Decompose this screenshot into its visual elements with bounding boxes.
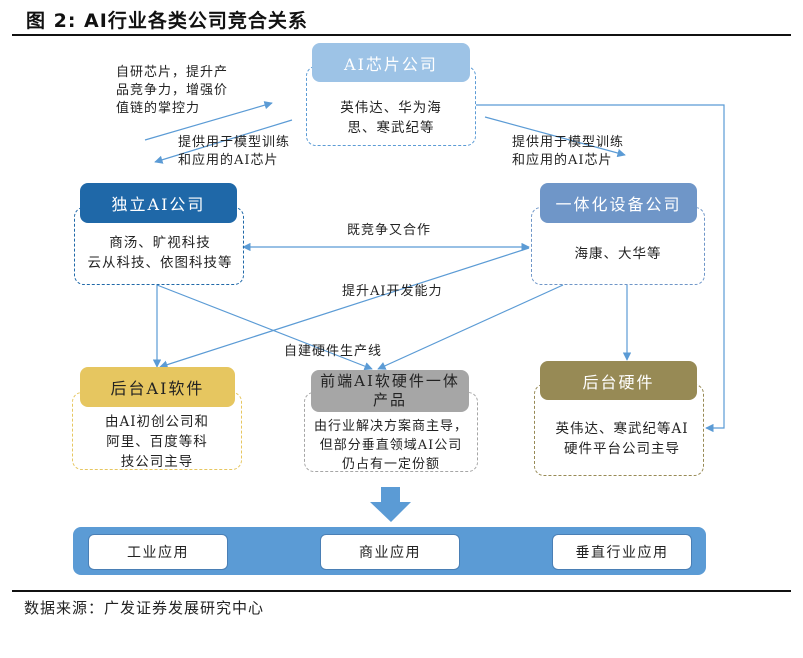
arrow-self-research — [144, 101, 273, 141]
ai-chip-body: 英伟达、华为海 思、寒武纪等 — [306, 98, 476, 138]
edge-label-provide-chips-right: 提供用于模型训练 和应用的AI芯片 — [512, 134, 642, 170]
ai-chip-body-line: 思、寒武纪等 — [347, 120, 435, 136]
backend-software-header: 后台AI软件 — [80, 367, 235, 407]
big-down-arrow — [370, 487, 411, 522]
backend-software-body-line: 由AI初创公司和 — [104, 414, 210, 430]
independent-ai-body-line: 云从科技、依图科技等 — [87, 255, 233, 271]
integrated-device-body-line: 海康、大华等 — [574, 246, 662, 262]
frontend-product-body: 由行业解决方案商主导， 但部分垂直领域AI公司 仍占有一定份额 — [300, 417, 482, 474]
edge-label-line: 自研芯片，提升产 — [116, 65, 229, 80]
arrow-chip-to-integrated — [484, 116, 626, 158]
application-industrial: 工业应用 — [88, 534, 228, 570]
bottom-rule — [12, 590, 791, 592]
edge-label-compete-cooperate: 既竞争又合作 — [347, 223, 432, 238]
edge-label-line: 值链的掌控力 — [116, 101, 201, 116]
frontend-product-header-line: 前端AI软硬件一体 — [320, 372, 460, 390]
independent-ai-body-line: 商汤、旷视科技 — [109, 235, 211, 251]
edge-label-provide-chips-left: 提供用于模型训练 和应用的AI芯片 — [178, 134, 308, 170]
application-commercial: 商业应用 — [320, 534, 460, 570]
application-vertical-industry: 垂直行业应用 — [552, 534, 692, 570]
frontend-product-header: 前端AI软硬件一体 产品 — [311, 370, 469, 412]
edge-label-line: 提供用于模型训练 — [178, 135, 291, 150]
backend-hardware-body-line: 英伟达、寒武纪等AI — [555, 421, 689, 437]
backend-software-body-line: 技公司主导 — [120, 454, 194, 470]
edge-label-line: 品竞争力，增强价 — [116, 83, 229, 98]
backend-hardware-header: 后台硬件 — [540, 361, 697, 400]
figure-title: 图 2: AI行业各类公司竞合关系 — [26, 10, 308, 32]
edge-label-improve-ai: 提升AI开发能力 — [342, 284, 443, 299]
integrated-device-header: 一体化设备公司 — [540, 183, 697, 223]
arrow-integrated-to-frontend — [377, 284, 564, 370]
frontend-product-body-line: 仍占有一定份额 — [341, 457, 440, 472]
figure-source: 数据来源：广发证券发展研究中心 — [24, 599, 265, 617]
edge-label-line: 和应用的AI芯片 — [178, 153, 279, 168]
edge-label-self-research: 自研芯片，提升产 品竞争力，增强价 值链的掌控力 — [116, 64, 246, 118]
backend-hardware-body: 英伟达、寒武纪等AI 硬件平台公司主导 — [534, 419, 710, 459]
ai-chip-body-line: 英伟达、华为海 — [340, 100, 442, 116]
frontend-product-header-line: 产品 — [372, 391, 407, 409]
frontend-product-body-line: 但部分垂直领域AI公司 — [319, 438, 463, 453]
independent-ai-body: 商汤、旷视科技 云从科技、依图科技等 — [70, 233, 250, 273]
backend-software-body: 由AI初创公司和 阿里、百度等科 技公司主导 — [72, 412, 242, 472]
edge-label-self-build-hardware: 自建硬件生产线 — [284, 344, 383, 359]
arrow-independent-to-frontend — [156, 284, 373, 371]
ai-chip-header: AI芯片公司 — [312, 43, 470, 82]
integrated-device-body: 海康、大华等 — [531, 244, 705, 264]
arrow-integrated-to-backend-software — [159, 247, 530, 369]
independent-ai-header: 独立AI公司 — [80, 183, 237, 223]
backend-software-body-line: 阿里、百度等科 — [106, 434, 208, 450]
arrow-chip-to-independent — [154, 119, 293, 164]
backend-hardware-body-line: 硬件平台公司主导 — [564, 441, 680, 457]
arrow-chip-to-backend-hardware — [476, 104, 725, 433]
top-rule — [12, 34, 791, 36]
edge-label-line: 提供用于模型训练 — [512, 135, 625, 150]
frontend-product-body-line: 由行业解决方案商主导， — [313, 419, 468, 434]
edge-label-line: 和应用的AI芯片 — [512, 153, 613, 168]
